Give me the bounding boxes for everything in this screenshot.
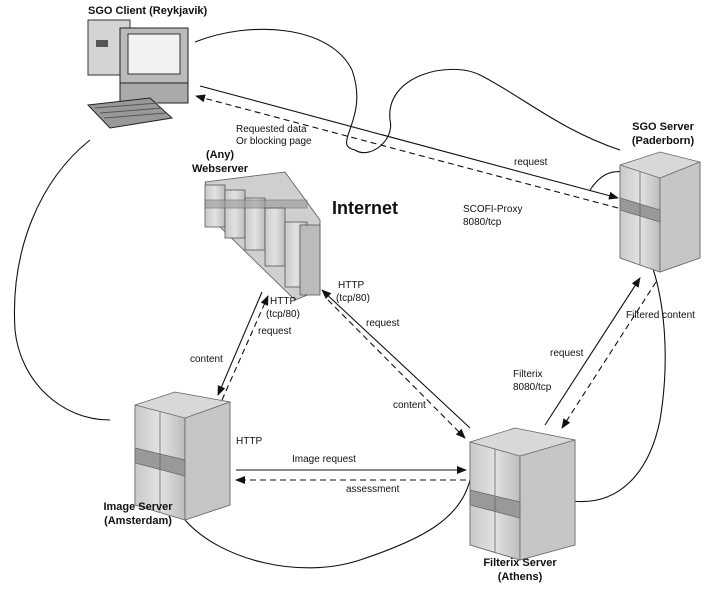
label-requested-data: Requested data [236, 124, 307, 135]
client-sgo-arrows [195, 85, 619, 209]
label-request-client-sgo: request [514, 157, 548, 168]
sgo-server-location: (Paderborn) [631, 135, 695, 147]
label-http-right: HTTP [338, 280, 365, 291]
sgo-server-tower-icon [619, 151, 701, 273]
internet-title: Internet [332, 198, 399, 218]
filterix-server-tower-icon [469, 427, 576, 561]
webserver-image-arrows [217, 291, 269, 401]
image-server-location: (Amsterdam) [104, 515, 172, 527]
webserver-rack-icon [204, 171, 321, 301]
image-server-title: Image Server (Amsterdam) [88, 500, 188, 528]
label-scofi-proxy: SCOFI-Proxy [463, 204, 523, 215]
label-filterix-port: 8080/tcp [513, 382, 552, 393]
filterix-server-title: Filterix Server (Athens) [470, 556, 570, 584]
label-tcp80-right: (tcp/80) [336, 293, 370, 304]
label-proxy-port: 8080/tcp [463, 217, 502, 228]
internet-cloud-outline [13, 28, 666, 569]
image-server-name: Image Server [103, 501, 173, 513]
label-filterix: Filterix [513, 369, 543, 380]
label-request-right: request [366, 318, 400, 329]
label-http-left: HTTP [270, 296, 297, 307]
client-title: SGO Client (Reykjavik) [88, 5, 208, 17]
label-image-request: Image request [292, 454, 356, 465]
filterix-server-name: Filterix Server [483, 557, 557, 569]
sgo-filterix-arrows [544, 277, 657, 429]
sgo-server-title: SGO Server (Paderborn) [618, 120, 708, 148]
filterix-server-location: (Athens) [497, 571, 543, 583]
label-assessment: assessment [346, 484, 400, 495]
webserver-qualifier: (Any) [205, 149, 235, 161]
sgo-server-name: SGO Server [632, 121, 694, 133]
label-content-right: content [393, 400, 426, 411]
label-request-filterix: request [550, 348, 584, 359]
image-server-tower-icon [134, 391, 231, 521]
client-computer-icon [86, 19, 189, 129]
webserver-filterix-arrows [321, 289, 471, 439]
image-filterix-arrows [235, 466, 467, 484]
label-filtered-content: Filtered content [626, 310, 695, 321]
label-http-image: HTTP [236, 436, 263, 447]
webserver-title: (Any) Webserver [180, 148, 260, 176]
webserver-name: Webserver [191, 163, 249, 175]
label-request-left: request [258, 326, 292, 337]
label-blocking-page: Or blocking page [236, 136, 312, 147]
label-content-left: content [190, 354, 223, 365]
label-tcp80-left: (tcp/80) [266, 309, 300, 320]
